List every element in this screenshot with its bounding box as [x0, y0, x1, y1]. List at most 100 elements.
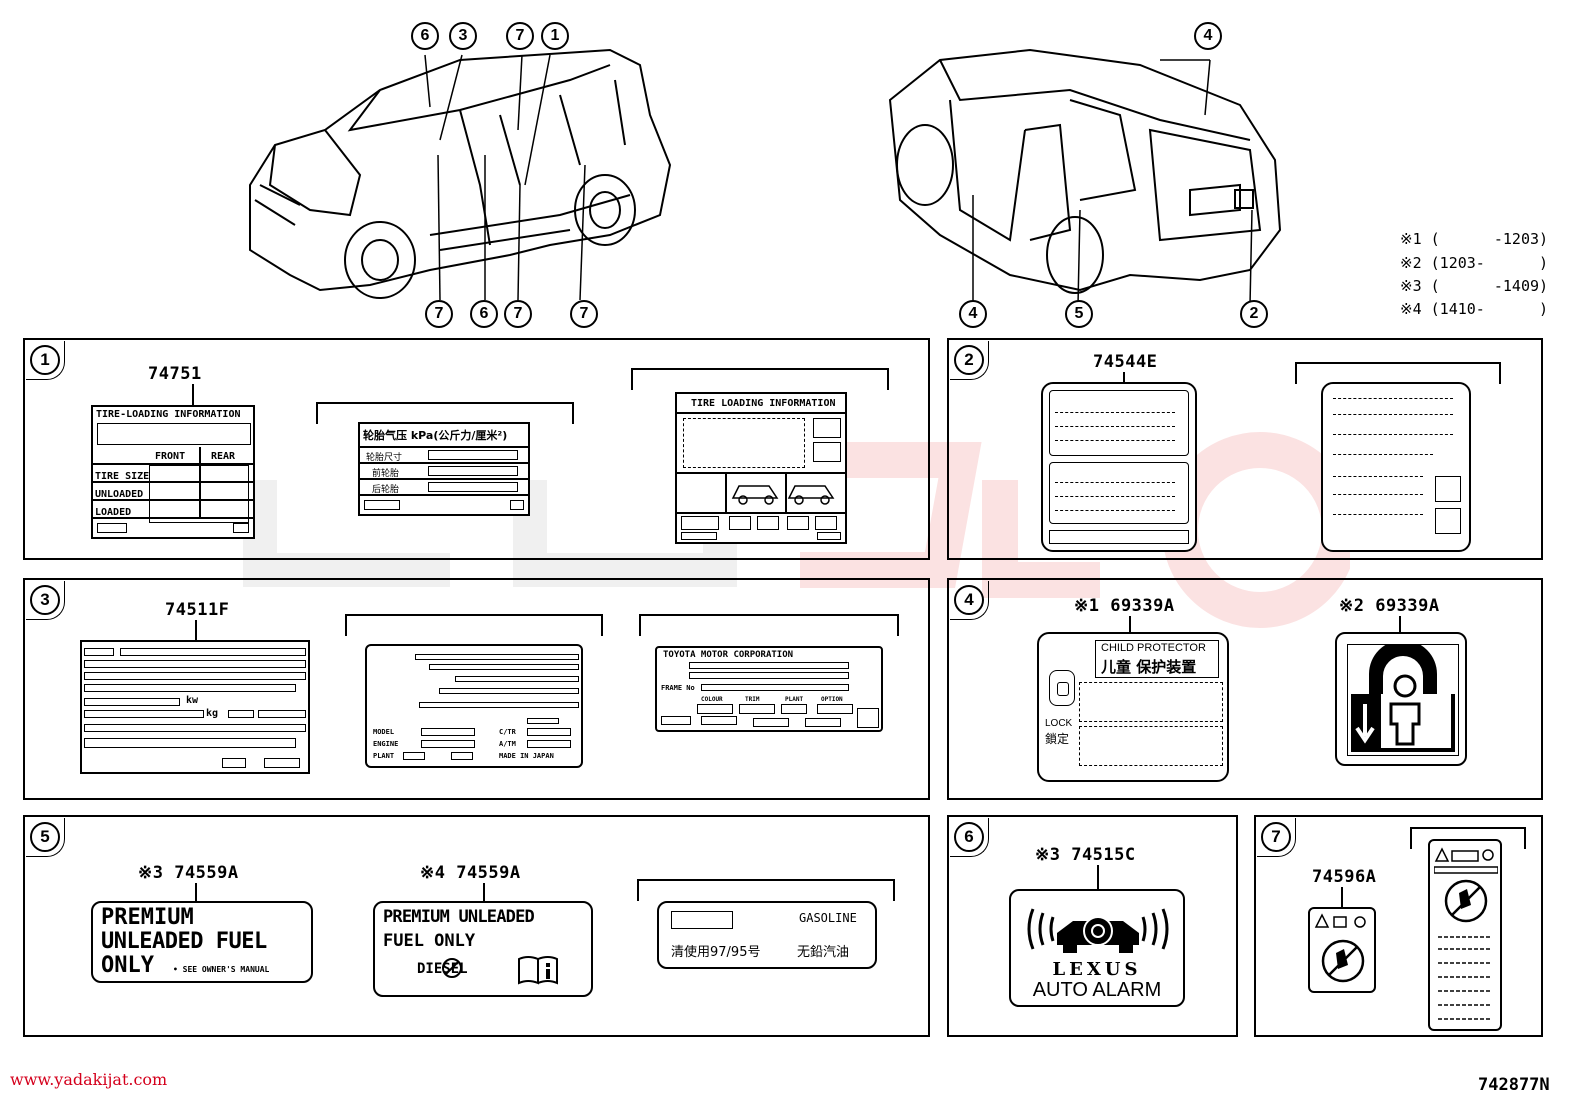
auto-alarm-label: LEXUS AUTO ALARM — [1009, 889, 1185, 1007]
engine-label: ENGINE — [373, 740, 399, 748]
bracket-plate-variant-a — [345, 614, 603, 636]
auto-alarm-text: AUTO ALARM — [1032, 979, 1162, 1001]
part-74596A: 74596A — [1312, 867, 1377, 887]
front-header: FRONT — [155, 451, 186, 462]
no-child-seat-label-tall — [1428, 839, 1502, 1031]
premium-fuel-label-a: PREMIUM UNLEADED FUEL ONLY • SEE OWNER'S… — [91, 901, 313, 983]
panel-1: 1 74751 TIRE-LOADING INFORMATION FRONT R… — [23, 338, 930, 560]
document-code: 742877N — [1478, 1075, 1550, 1095]
airbag-warning-label — [1041, 382, 1197, 552]
panel-5-number: 5 — [26, 818, 65, 857]
no-child-seat-icon — [1314, 913, 1366, 983]
cn-row-front: 前轮胎 — [372, 469, 400, 479]
tire-pressure-cn-label: 轮胎气压 kPa(公斤力/厘米²) 轮胎尺寸 前轮胎 后轮胎 — [358, 422, 530, 516]
panel-3: 3 74511F kw kg MODEL ENGINE PLANT C/TR A… — [23, 578, 930, 800]
callout-front-7a: 7 — [506, 22, 534, 50]
callout-front-6a: 6 — [411, 22, 439, 50]
lock-en: LOCK — [1045, 718, 1073, 729]
ctr-label: C/TR — [499, 728, 516, 736]
bracket-child-seat-variant — [1410, 827, 1526, 849]
panel-4-number: 4 — [950, 581, 989, 620]
unleaded-fuel-text-a: UNLEADED FUEL — [101, 929, 267, 954]
part-74751: 74751 — [148, 364, 202, 384]
bracket-fuel-variant — [637, 879, 895, 901]
callout-rear-5: 5 — [1065, 300, 1093, 328]
callout-front-7b: 7 — [425, 300, 453, 328]
tire-size-label: TIRE SIZE — [95, 471, 150, 482]
vehicle-plate-label: kw kg — [80, 640, 310, 774]
atm-label: A/TM — [499, 740, 516, 748]
panel-6-number: 6 — [950, 818, 989, 857]
kw-unit: kw — [186, 695, 199, 706]
owners-manual-icon — [518, 956, 558, 985]
part-69339A-1: ※1 69339A — [1074, 596, 1175, 616]
website-watermark[interactable]: www.yadakijat.com — [10, 1070, 168, 1089]
panel-6: 6 ※3 74515C LEXUS AUTO ALARM — [947, 815, 1238, 1037]
model-label: MODEL — [373, 728, 395, 736]
gasoline-cn-label: GASOLINE 清使用97/95号 无鉛汽油 — [657, 901, 877, 969]
plant-label: PLANT — [373, 752, 395, 760]
colour-label: COLOUR — [701, 696, 723, 703]
child-lock-icon — [1347, 644, 1459, 756]
panel-2-number: 2 — [950, 341, 989, 380]
only-text-a: ONLY — [101, 953, 154, 978]
callout-rear-4a: 4 — [1194, 22, 1222, 50]
callout-front-3: 3 — [449, 22, 477, 50]
cn-row-rear: 后轮胎 — [372, 485, 400, 495]
rear-header: REAR — [211, 451, 236, 462]
bracket-cn-variant — [316, 402, 574, 424]
part-74511F: 74511F — [165, 600, 230, 620]
panel-7: 7 74596A — [1254, 815, 1543, 1037]
part-69339A-2: ※2 69339A — [1339, 596, 1440, 616]
no-diesel-icon — [442, 958, 462, 978]
unloaded-label: UNLOADED — [95, 489, 144, 500]
callout-front-7c: 7 — [504, 300, 532, 328]
loaded-label: LOADED — [95, 507, 132, 518]
kg-unit: kg — [206, 708, 219, 719]
trim-label: TRIM — [745, 696, 760, 703]
panel-4: 4 ※1 69339A CHILD PROTECTOR 儿童 保护装置 LOCK… — [947, 578, 1543, 800]
part-74515C: ※3 74515C — [1035, 845, 1136, 865]
made-in-label: MADE IN JAPAN — [499, 752, 554, 760]
panel-2: 2 74544E — [947, 338, 1543, 560]
legend-line-2: ※2 (1203- ) — [1400, 254, 1549, 272]
panel-1-number: 1 — [26, 341, 65, 380]
part-74559A-3: ※3 74559A — [138, 863, 239, 883]
callout-front-7d: 7 — [570, 300, 598, 328]
frame-label: FRAME No — [661, 684, 695, 692]
airbag-warning-label-alt — [1321, 382, 1471, 552]
callout-front-6b: 6 — [470, 300, 498, 328]
bracket-airbag-variant — [1295, 362, 1501, 384]
part-74544E: 74544E — [1093, 352, 1158, 372]
callout-rear-4b: 4 — [959, 300, 987, 328]
tmc-title: TOYOTA MOTOR CORPORATION — [663, 650, 794, 660]
vehicle-rear-illustration — [888, 48, 1282, 306]
legend-line-4: ※4 (1410- ) — [1400, 300, 1549, 318]
no-child-seat-label-small — [1308, 907, 1376, 993]
tire-loading-title: TIRE-LOADING INFORMATION — [96, 409, 241, 420]
cn-title: 轮胎气压 kPa(公斤力/厘米²) — [363, 429, 508, 442]
panel-3-number: 3 — [26, 581, 65, 620]
alarm-car-icon — [1027, 908, 1169, 953]
panel-7-number: 7 — [1257, 818, 1296, 857]
plant2-label: PLANT — [785, 696, 804, 703]
cn-unleaded-text: 无鉛汽油 — [797, 945, 850, 960]
child-lock-pictogram-label — [1335, 632, 1467, 766]
option-label: OPTION — [821, 696, 843, 703]
tire-loading-label: TIRE-LOADING INFORMATION FRONT REAR TIRE… — [91, 405, 255, 539]
legend-line-3: ※3 ( -1409) — [1400, 277, 1549, 295]
premium-unleaded-text-b: PREMIUM UNLEADED — [383, 907, 535, 927]
panel-5: 5 ※3 74559A PREMIUM UNLEADED FUEL ONLY •… — [23, 815, 930, 1037]
gasoline-text: GASOLINE — [799, 911, 857, 925]
cn-row-size: 轮胎尺寸 — [366, 453, 403, 463]
legend-line-1: ※1 ( -1203) — [1400, 230, 1549, 248]
child-protector-en: CHILD PROTECTOR — [1101, 642, 1206, 654]
part-74559A-4: ※4 74559A — [420, 863, 521, 883]
lock-cn: 鎖定 — [1045, 732, 1070, 746]
premium-fuel-label-b: PREMIUM UNLEADED FUEL ONLY DIESEL — [373, 901, 593, 997]
callout-front-1: 1 — [541, 22, 569, 50]
tli-title: TIRE LOADING INFORMATION — [691, 398, 836, 409]
bracket-tli-variant — [631, 368, 889, 390]
premium-text-a: PREMIUM — [101, 905, 194, 930]
child-protector-label: CHILD PROTECTOR 儿童 保护装置 LOCK 鎖定 — [1037, 632, 1229, 782]
